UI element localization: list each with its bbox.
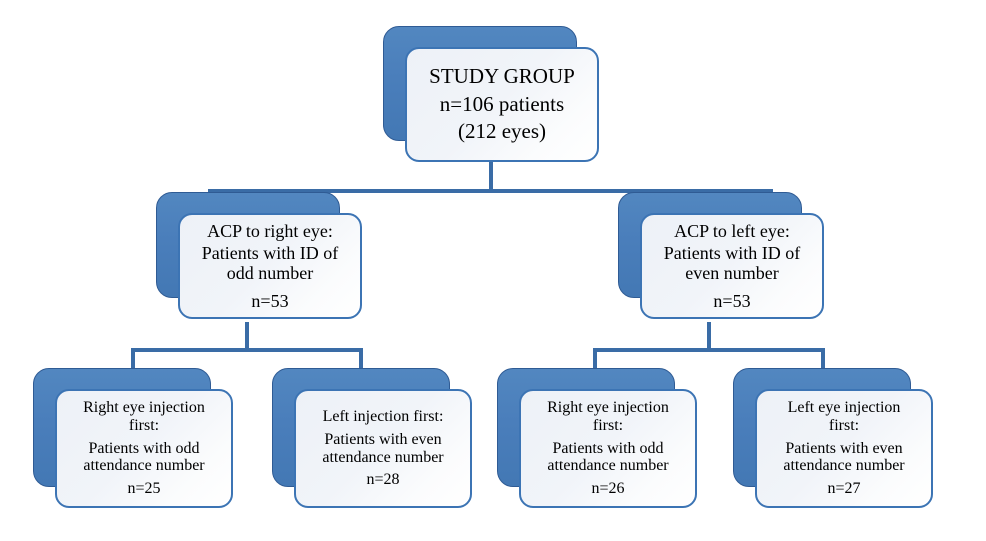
node-detail: Patients with ID of odd number (201, 243, 339, 284)
node-study-group[interactable]: STUDY GROUP n=106 patients (212 eyes) (383, 26, 599, 162)
connector-to-right-inj-2 (593, 348, 597, 373)
node-title: Left eye injection first: (787, 399, 901, 435)
node-title: ACP to right eye: (207, 221, 333, 242)
node-right-injection-first-25[interactable]: Right eye injection first: Patients with… (33, 368, 233, 508)
node-detail: Patients with ID of even number (663, 243, 801, 284)
node-right-injection-first-26[interactable]: Right eye injection first: Patients with… (497, 368, 697, 508)
node-count: n=28 (366, 470, 400, 488)
connector-root-bar (208, 189, 773, 193)
node-detail: Patients with odd attendance number (547, 439, 669, 475)
node-count: n=106 patients (439, 91, 565, 116)
node-card: Left injection first: Patients with even… (294, 389, 472, 508)
node-acp-right-eye[interactable]: ACP to right eye: Patients with ID of od… (156, 192, 362, 319)
node-card: ACP to right eye: Patients with ID of od… (178, 213, 362, 319)
node-detail: Patients with odd attendance number (83, 439, 205, 475)
node-title: Left injection first: (322, 408, 444, 426)
node-count: n=25 (127, 479, 161, 497)
node-card: Right eye injection first: Patients with… (55, 389, 233, 508)
node-card: STUDY GROUP n=106 patients (212 eyes) (405, 47, 599, 162)
connector-root-stem (489, 155, 493, 191)
connector-acp-left-bar (593, 348, 825, 352)
node-count: n=53 (713, 290, 751, 311)
connector-acp-right-bar (131, 348, 363, 352)
node-card: Right eye injection first: Patients with… (519, 389, 697, 508)
node-title: Right eye injection first: (83, 399, 205, 435)
node-card: Left eye injection first: Patients with … (755, 389, 933, 508)
node-count: n=26 (591, 479, 625, 497)
node-left-injection-first-27[interactable]: Left eye injection first: Patients with … (733, 368, 933, 508)
connector-acp-right-stem (245, 322, 249, 350)
node-eyes: (212 eyes) (457, 119, 547, 144)
node-card: ACP to left eye: Patients with ID of eve… (640, 213, 824, 319)
node-title: ACP to left eye: (674, 221, 790, 242)
connector-to-left-inj-1 (359, 348, 363, 373)
node-title: Right eye injection first: (547, 399, 669, 435)
node-count: n=27 (827, 479, 861, 497)
node-detail: Patients with even attendance number (322, 430, 444, 466)
node-count: n=53 (251, 290, 289, 311)
connector-acp-left-stem (707, 322, 711, 350)
node-acp-left-eye[interactable]: ACP to left eye: Patients with ID of eve… (618, 192, 824, 319)
node-detail: Patients with even attendance number (783, 439, 905, 475)
connector-to-left-inj-2 (821, 348, 825, 373)
connector-to-right-inj-1 (131, 348, 135, 373)
node-left-injection-first-28[interactable]: Left injection first: Patients with even… (272, 368, 472, 508)
node-title: STUDY GROUP (429, 64, 575, 89)
